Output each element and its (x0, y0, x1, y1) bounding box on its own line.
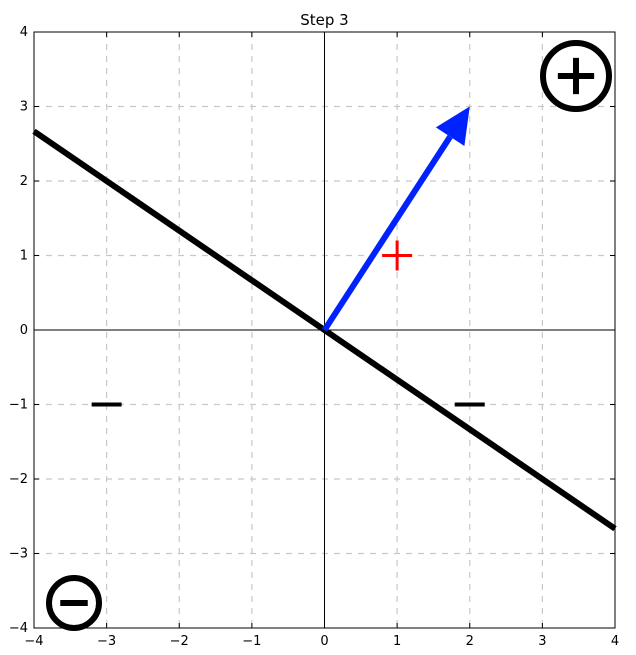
ticks: −4 −3 −2 −1 0 1 2 3 4 −4 −3 −2 −1 0 1 2 3 4 (9, 25, 619, 649)
y-tick-label: 2 (20, 174, 28, 189)
x-tick-label: 2 (466, 634, 474, 649)
y-tick-label: −2 (9, 472, 28, 487)
x-tick-label: 4 (611, 634, 619, 649)
y-tick-label: 4 (20, 25, 28, 40)
y-tick-label: 1 (20, 249, 28, 264)
x-tick-label: −4 (24, 634, 43, 649)
x-tick-label: −3 (97, 634, 116, 649)
y-tick-label: 3 (20, 100, 28, 115)
plot-marks (32, 40, 617, 631)
y-tick-label: 0 (20, 323, 28, 338)
y-tick-label: −4 (9, 621, 28, 636)
x-tick-label: −1 (242, 634, 261, 649)
x-tick-label: 3 (538, 634, 546, 649)
y-tick-label: −3 (9, 547, 28, 562)
x-tick-label: 0 (320, 634, 328, 649)
x-tick-label: −2 (170, 634, 189, 649)
weight-vector-shaft (321, 135, 453, 332)
positive-region-plus-icon (540, 40, 612, 112)
positive-point (382, 240, 413, 271)
plot-frame (33, 31, 616, 629)
weight-vector-head (435, 106, 470, 146)
x-tick-label: 1 (393, 634, 401, 649)
y-tick-label: −1 (9, 398, 28, 413)
chart-title: Step 3 (300, 11, 348, 29)
negative-region-minus-icon (46, 575, 102, 631)
